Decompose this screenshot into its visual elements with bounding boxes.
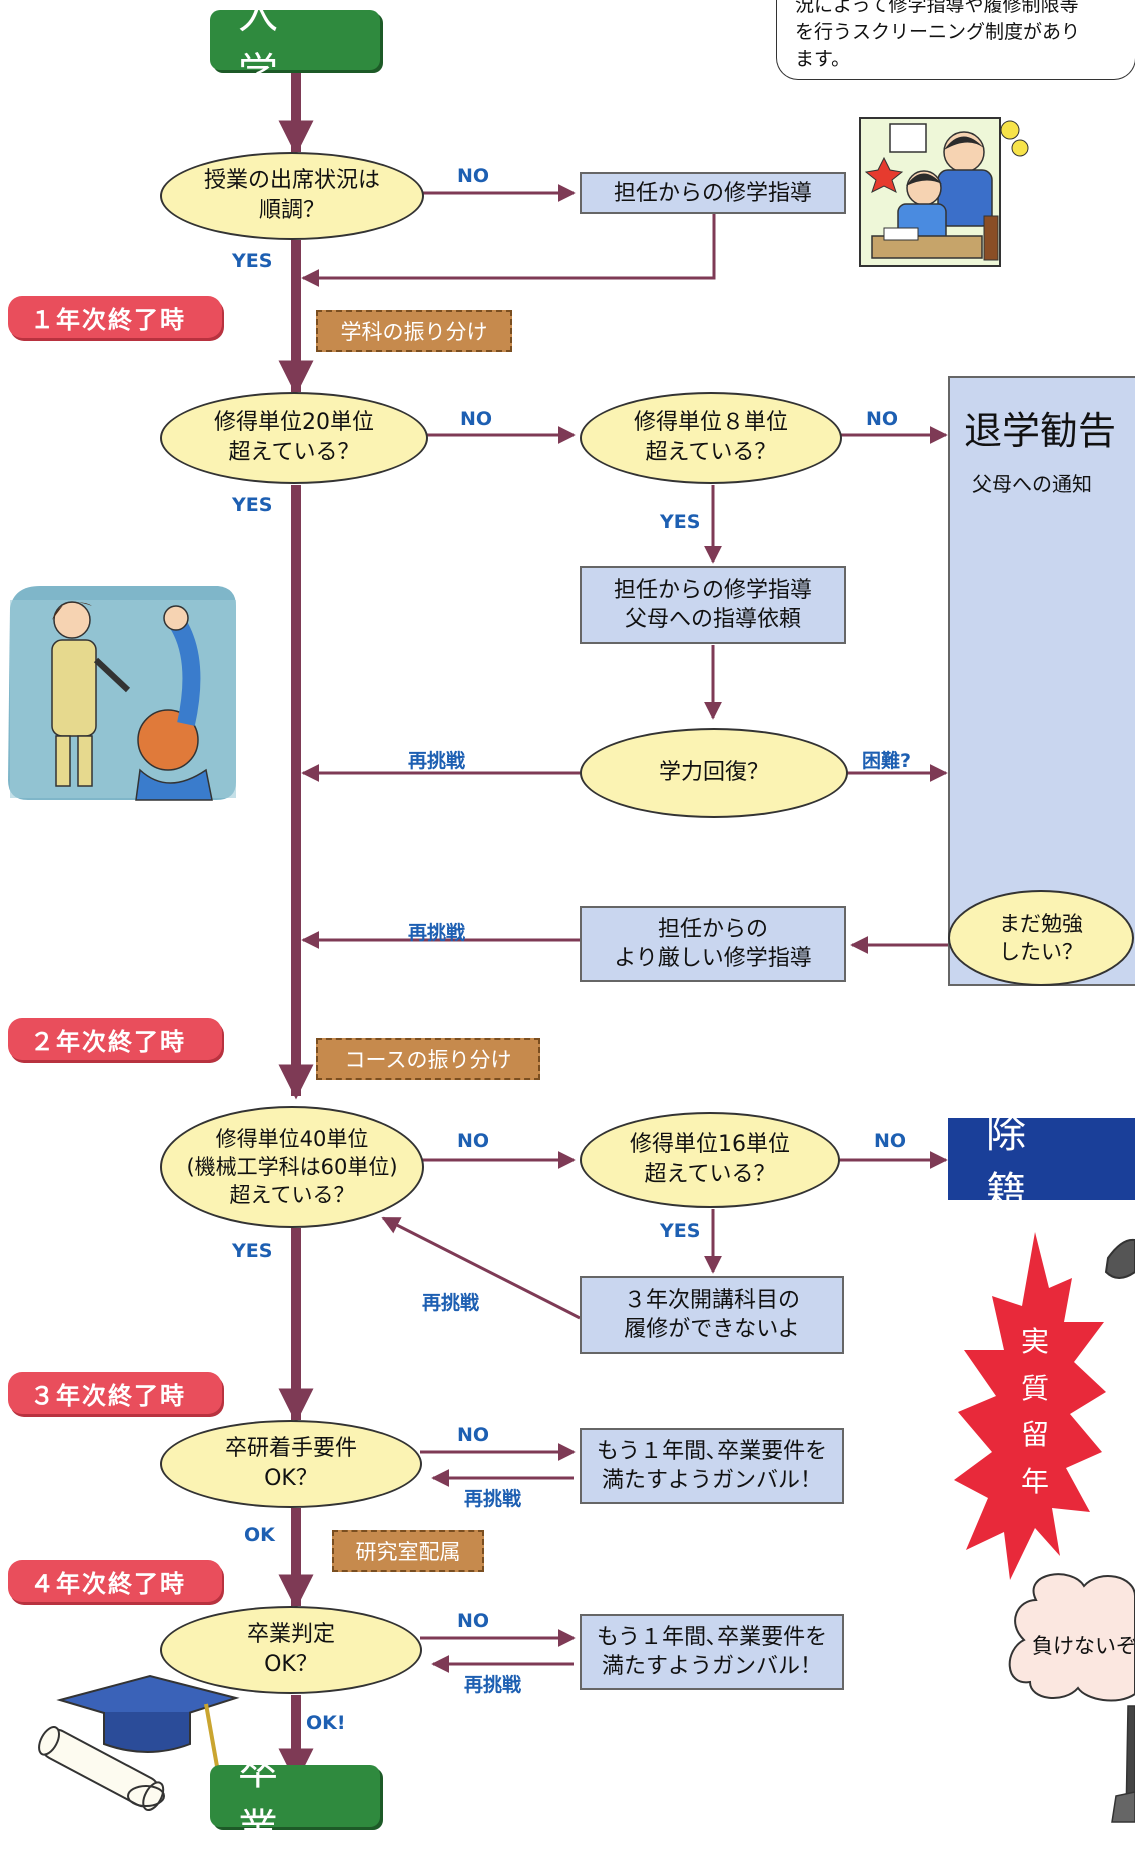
credits16-decision: 修得単位16単位 超えている？ [580,1112,840,1208]
label-strict-retry: 再挑戦 [408,922,466,944]
label-credits20-yes: YES [232,494,273,516]
graduation-decision: 卒業判定 OK？ [160,1606,422,1694]
starburst-label: 実 質 留 年 [1010,1320,1060,1500]
graduation-illustration [38,1674,240,1811]
label-credits8-yes: YES [660,511,701,533]
thesis-decision: 卒研着手要件 OK？ [160,1420,422,1508]
year-label-1: １年次終了時 [8,296,222,338]
one-more-year-box-b: もう１年間､卒業要件を 満たすようガンバル！ [580,1614,844,1690]
recovery-decision: 学力回復？ [580,728,848,818]
no-3rd-year-box: ３年次開講科目の 履修ができないよ [580,1276,844,1354]
credits40-decision: 修得単位40単位 (機械工学科は60単位) 超えている？ [160,1106,424,1228]
label-attendance-yes: YES [232,250,273,272]
label-graduation-no: NO [457,1610,490,1632]
strict-guidance-box: 担任からの より厳しい修学指導 [580,906,846,982]
year-label-2: ２年次終了時 [8,1018,222,1060]
label-credits8-no: NO [866,408,899,430]
guidance-parents-box: 担任からの修学指導 父母への指導依頼 [580,566,846,644]
note-line-2: を行うスクリーニング制度があり [795,21,1081,43]
dept-assign-label: 学科の振り分け [316,310,512,352]
dropout-subtitle: 父母への通知 [972,472,1092,496]
study-more-decision: まだ勉強 したい？ [948,890,1134,986]
character-illustration [1088,1141,1135,1823]
credits8-decision: 修得単位８単位 超えている？ [580,392,842,484]
end-terminal: 卒 業 [210,1748,380,1852]
screening-note: 況によって修学指導や履修制限等 を行うスクリーニング制度があり ます。 [776,0,1135,80]
start-terminal: 入 学 [210,0,380,96]
label-credits16-no: NO [874,1130,907,1152]
students-illustration [859,117,1029,267]
starburst-char-3: 留 [1020,1418,1049,1452]
arrow-guidance-return [301,212,716,287]
arrow-no3rd-retry [381,1216,581,1320]
label-credits16-yes: YES [660,1220,701,1242]
label-credits40-yes: YES [232,1240,273,1262]
label-thesis-no: NO [457,1424,490,1446]
note-line-3: ます。 [795,48,851,70]
lab-assign-label: 研究室配属 [332,1530,484,1572]
label-credits40-no: NO [457,1130,490,1152]
label-no3rd-retry: 再挑戦 [422,1292,480,1314]
year-label-4: ４年次終了時 [8,1560,222,1602]
dropout-title: 退学勧告 [964,409,1117,453]
label-thesis-retry: 再挑戦 [464,1488,522,1510]
label-graduation-ok: OK! [306,1712,346,1734]
label-recovery-retry: 再挑戦 [408,750,466,772]
cloud-text: 負けないぞ [1032,1634,1135,1658]
starburst-char-4: 年 [1020,1464,1049,1498]
credits20-decision: 修得単位20単位 超えている？ [160,392,428,484]
one-more-year-box-a: もう１年間､卒業要件を 満たすようガンバル！ [580,1428,844,1504]
teacher-illustration [8,586,236,801]
starburst-char-2: 質 [1020,1371,1049,1405]
label-attendance-no: NO [457,165,490,187]
label-thesis-ok: OK [244,1524,275,1546]
year-label-3: ３年次終了時 [8,1372,222,1414]
label-graduation-retry: 再挑戦 [464,1674,522,1696]
homeroom-guidance-box: 担任からの修学指導 [580,172,846,214]
attendance-decision: 授業の出席状況は 順調？ [160,152,424,240]
expel-box: 除 籍 [948,1111,1135,1215]
note-line-1: 況によって修学指導や履修制限等 [795,0,1079,16]
course-assign-label: コースの振り分け [316,1038,540,1080]
label-recovery-difficult: 困難? [862,750,912,772]
cloud-bubble [1008,1573,1135,1702]
starburst-shape [954,1232,1106,1580]
label-credits20-no: NO [460,408,493,430]
starburst-char-1: 実 [1020,1325,1049,1358]
